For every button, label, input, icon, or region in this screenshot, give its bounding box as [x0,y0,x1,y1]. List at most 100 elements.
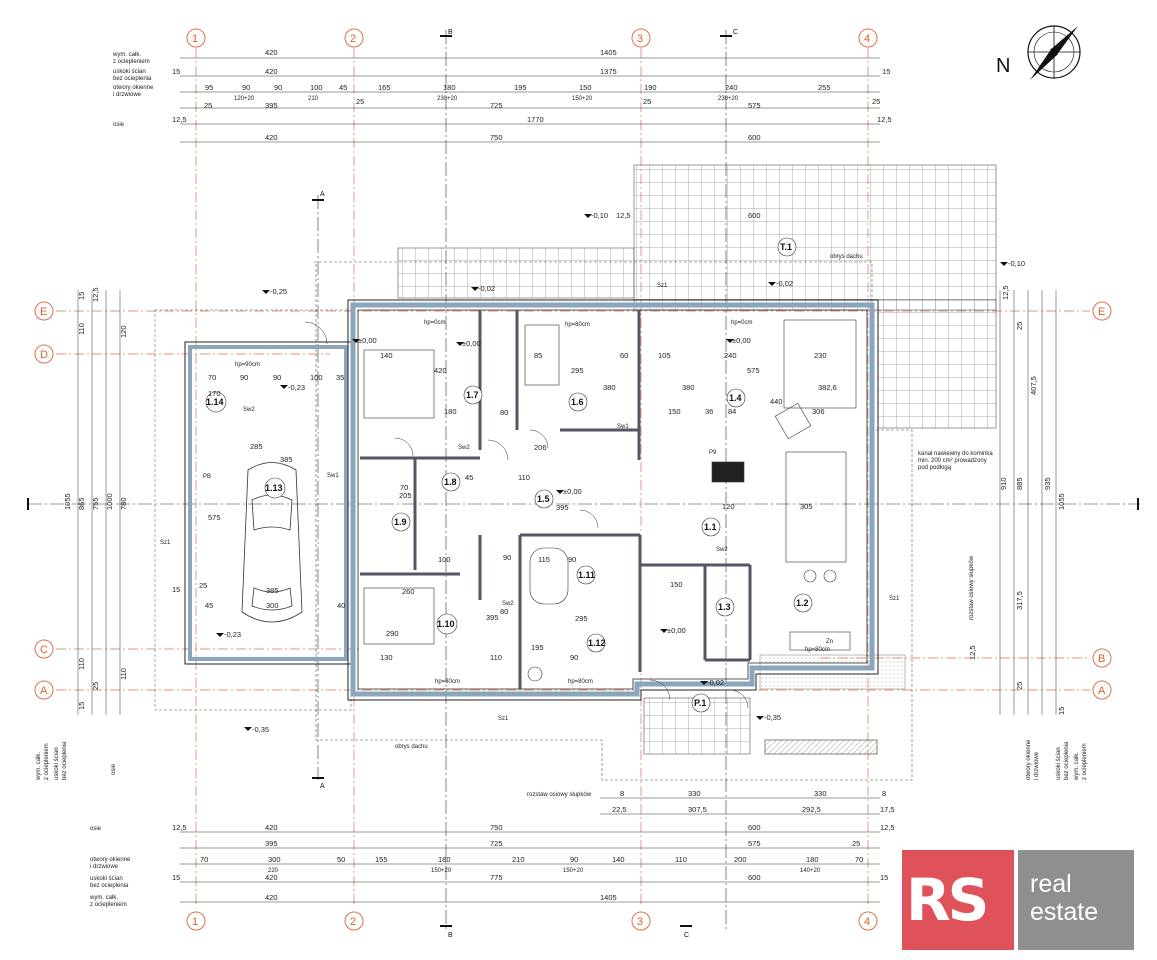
axis-4-top: 4 [864,33,870,45]
top-row3-v8: 150 [579,83,592,92]
house-walls [347,299,879,701]
ld-label-usk: uskoki ścian [54,747,60,780]
ld-9: 15 [77,702,86,710]
top-row5-v0: 12,5 [172,115,187,124]
sz1-garage: Sz1 [160,540,171,546]
rd-3: 85 [534,351,542,360]
top-row1-label-b: z ociepleniem [113,59,150,65]
rd-32: 130 [380,653,393,662]
rd-18: 382,6 [818,383,837,392]
logo-text: real estate [1030,870,1098,926]
rd-33: 110 [490,653,502,662]
bd-w7: 140 [612,855,625,864]
top-row5-v2: 12,5 [877,115,892,124]
top-row3-v10: 240 [725,83,738,92]
rdm-0: 12,5 [1001,285,1010,300]
level-2: -0,23 [224,630,241,639]
room-1-6: 1.6 [571,397,584,407]
rd-36: 115 [538,555,550,564]
hp0-b: hp=0cm [731,320,753,326]
rdm-1: 25 [1015,322,1024,330]
bd-usk-label2: bez ocieplenia [90,883,129,889]
rd-35: 90 [503,553,511,562]
top-row1-label-a: wym. całk. [112,52,141,58]
zn-label: Zn [826,639,833,645]
room-1-5: 1.5 [537,494,550,504]
room-p-1: P.1 [694,698,706,708]
room-1-11: 1.11 [578,570,595,580]
rd-51: 100 [438,555,451,564]
rdm-label-usk: uskoki ścian [1056,747,1062,780]
rdm-8: 12,5 [968,645,977,660]
bd-slupki-label: rozstaw osiowy słupków [527,792,592,798]
rd-1: 420 [434,366,447,375]
bd-o4: 12,5 [880,823,895,832]
rd-6: 60 [620,351,628,360]
bd-ws3: 140+20 [800,868,821,874]
section-label-c-top: C [733,29,738,36]
irs-real-estate-logo: RS real estate [902,850,1134,950]
bd-s2: 330 [814,789,827,798]
section-label-b-bottom: B [448,932,453,939]
bd-w4: 180 [438,855,451,864]
bd-s21: 307,5 [688,805,707,814]
rd-47: 395 [556,503,569,512]
bd-u1: 420 [265,873,278,882]
bd-w8: 110 [675,855,687,864]
rdm-label-otw2: i drzwiowe [1034,751,1040,780]
axis-1-top: 1 [192,33,198,45]
sw2-room: Sw2 [502,601,514,607]
top-dimension-lines [180,57,880,143]
bd-ws1: 150+20 [431,868,452,874]
axis-a-left: A [40,685,48,697]
rd-44: 206 [534,443,547,452]
hp80-c: hp=80cm [568,679,593,685]
level-3: -0,35 [252,725,269,734]
ld-5: 755 [91,497,100,510]
bd-w1: 300 [268,855,281,864]
bd-u4: 15 [880,873,888,882]
rdm-9: 25 [1015,682,1024,690]
rd-0: 140 [380,351,393,360]
level-10: -0,02 [478,284,495,293]
level-marks [216,214,1008,731]
ld-label-wym: wym. całk. [36,752,42,781]
level-13: -0,10 [1008,259,1025,268]
room-1-1: 1.1 [704,522,717,532]
top-row4-v4: 25 [643,97,651,106]
rdm-3: 910 [999,477,1008,490]
door-swings [304,321,749,709]
ld-11: 780 [119,497,128,510]
bd-s1: 330 [688,789,701,798]
rd-12: 150 [668,407,681,416]
axis-1-bottom: 1 [192,916,198,928]
top-row4-v2: 25 [356,97,364,106]
rd-49: 120 [722,502,735,511]
top-row3-sub4: 230+20 [718,96,739,102]
rd-38: 195 [531,643,544,652]
kanal-line2: min. 200 cm² prowadzony [918,458,987,464]
rd-22: 100 [310,373,323,382]
level-7: ±0,00 [732,336,751,345]
rdm-label-wym: wym. całk. [1074,752,1080,781]
axis-d-left: D [40,349,48,361]
top-row3-v2: 90 [274,83,282,92]
logo-text-block: real estate [1018,850,1134,950]
level-0: -0,25 [270,287,287,296]
ld-7: 25 [91,682,100,690]
axis-2-top: 2 [350,33,356,45]
room-1-13: 1.13 [265,483,283,493]
axis-4-bottom: 4 [864,916,870,928]
ld-label-wym2: z ociepleniem [44,743,50,780]
bd-o0: 12,5 [172,823,187,832]
top-row2-v1: 420 [265,67,278,76]
top-row3-v4: 45 [339,83,347,92]
rd-48: 150 [670,580,683,589]
bd-o3: 600 [748,823,761,832]
rdm-label-slupki: rozstaw osiowy słupków [969,555,975,620]
rd-54: 25 [199,581,207,590]
rdm-6: 1055 [1057,493,1066,510]
bd-s3: 8 [882,789,886,798]
bd-r1: 725 [490,839,503,848]
ld-3: 1055 [63,493,72,510]
